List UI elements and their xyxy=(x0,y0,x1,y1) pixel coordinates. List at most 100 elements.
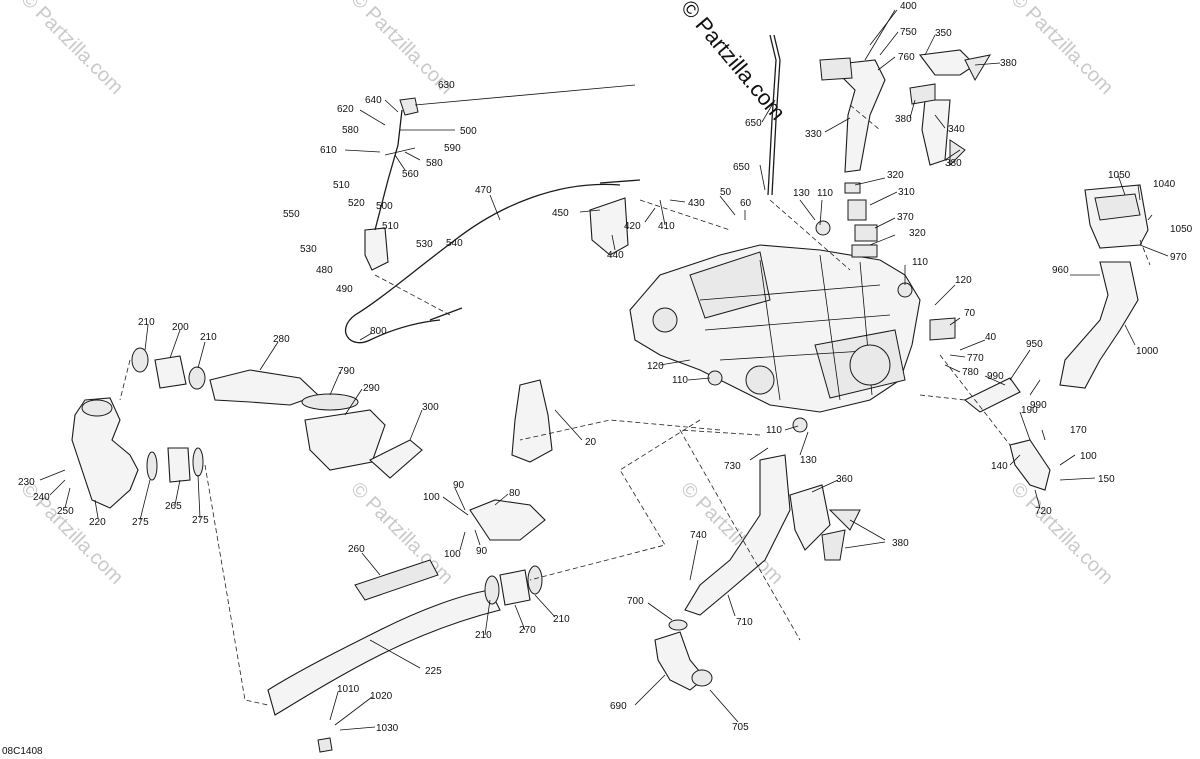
callout-150: 150 xyxy=(1098,474,1115,485)
callout-280: 280 xyxy=(273,334,290,345)
callout-310: 310 xyxy=(898,187,915,198)
callout-690: 690 xyxy=(610,701,627,712)
callout-540: 540 xyxy=(446,238,463,249)
callout-300: 300 xyxy=(422,402,439,413)
callout-70: 70 xyxy=(964,308,976,319)
callout-790: 790 xyxy=(338,366,355,377)
callout-360: 360 xyxy=(836,474,853,485)
intake-duct-225 xyxy=(267,589,501,716)
callout-510: 510 xyxy=(333,180,350,191)
callout-120: 120 xyxy=(955,275,972,286)
callout-500: 500 xyxy=(376,201,393,212)
callout-210: 210 xyxy=(138,317,155,328)
engine-block xyxy=(629,244,921,413)
callout-380: 380 xyxy=(892,538,909,549)
coupler-265 xyxy=(167,447,191,483)
dipstick-tube xyxy=(767,34,777,196)
callout-1010: 1010 xyxy=(337,684,360,695)
callout-970: 970 xyxy=(1170,252,1187,263)
callout-170: 170 xyxy=(1070,425,1087,436)
callout-640: 640 xyxy=(365,95,382,106)
callout-100: 100 xyxy=(444,549,461,560)
lever-440 xyxy=(589,197,629,256)
parts-layer xyxy=(71,34,1149,753)
callout-230: 230 xyxy=(18,477,35,488)
callout-50: 50 xyxy=(720,187,732,198)
callout-560: 560 xyxy=(402,169,419,180)
callout-labels: 400 750 760 350 380 380 340 380 330 650 … xyxy=(18,1,1193,734)
callout-200: 200 xyxy=(172,322,189,333)
callout-20: 20 xyxy=(585,437,597,448)
callout-700: 700 xyxy=(627,596,644,607)
callout-90: 90 xyxy=(453,480,465,491)
heat-shield-360 xyxy=(789,484,831,551)
hose-950 xyxy=(963,377,1021,413)
callout-240: 240 xyxy=(33,492,50,503)
callout-705: 705 xyxy=(732,722,749,733)
callout-1050: 1050 xyxy=(1170,224,1193,235)
callout-510: 510 xyxy=(382,221,399,232)
sensor-630 xyxy=(399,97,419,116)
callout-400: 400 xyxy=(900,1,917,12)
callout-380: 380 xyxy=(1000,58,1017,69)
callout-610: 610 xyxy=(320,145,337,156)
callout-590: 590 xyxy=(444,143,461,154)
callout-530: 530 xyxy=(416,239,433,250)
callout-270: 270 xyxy=(519,625,536,636)
callout-110: 110 xyxy=(912,257,928,268)
callout-740: 740 xyxy=(690,530,707,541)
callout-340: 340 xyxy=(948,124,965,135)
gasket-700 xyxy=(668,619,688,631)
callout-265: 265 xyxy=(165,501,182,512)
callout-760: 760 xyxy=(898,52,915,63)
callout-470: 470 xyxy=(475,185,492,196)
callout-190: 190 xyxy=(1021,405,1038,416)
callout-40: 40 xyxy=(985,332,997,343)
callout-250: 250 xyxy=(57,506,74,517)
clamp-210 xyxy=(131,347,149,373)
callout-990: 990 xyxy=(987,371,1004,382)
callout-110: 110 xyxy=(766,425,782,436)
callout-275: 275 xyxy=(132,517,149,528)
callout-130: 130 xyxy=(793,188,810,199)
rear-exhaust-pipe xyxy=(828,59,886,173)
callout-580: 580 xyxy=(342,125,359,136)
callout-210: 210 xyxy=(475,630,492,641)
callout-140: 140 xyxy=(991,461,1008,472)
callout-770: 770 xyxy=(967,353,984,364)
callout-550: 550 xyxy=(283,209,300,220)
callout-370: 370 xyxy=(897,212,914,223)
callout-100: 100 xyxy=(423,492,440,503)
plate-300 xyxy=(369,439,423,479)
callout-990: 990 xyxy=(1030,400,1047,411)
callout-380: 380 xyxy=(895,114,912,125)
callout-1050: 1050 xyxy=(1108,170,1131,181)
callout-225: 225 xyxy=(425,666,442,677)
callout-410: 410 xyxy=(658,221,675,232)
callout-290: 290 xyxy=(363,383,380,394)
diagram-code: 08C1408 xyxy=(2,746,43,757)
exhaust-pipe-710 xyxy=(684,454,791,616)
bracket-20 xyxy=(511,379,553,463)
callout-520: 520 xyxy=(348,198,365,209)
clamp-275 xyxy=(146,451,158,481)
callout-275: 275 xyxy=(192,515,209,526)
callout-110: 110 xyxy=(672,375,688,386)
component-80 xyxy=(469,499,546,541)
intake-duct-280 xyxy=(209,369,320,406)
callout-90: 90 xyxy=(476,546,488,557)
callout-650: 650 xyxy=(733,162,750,173)
callout-320: 320 xyxy=(909,228,926,239)
heat-shield-350 xyxy=(918,49,976,76)
callout-210: 210 xyxy=(553,614,570,625)
callout-450: 450 xyxy=(552,208,569,219)
throttle-body xyxy=(847,199,867,221)
heat-shield-340 xyxy=(921,99,951,166)
duct-220 xyxy=(71,397,139,509)
callout-110: 110 xyxy=(817,188,833,199)
callout-800: 800 xyxy=(370,326,387,337)
watermark: © Partzilla.com xyxy=(1006,478,1117,589)
callout-960: 960 xyxy=(1052,265,1069,276)
coupler-200 xyxy=(154,355,187,389)
